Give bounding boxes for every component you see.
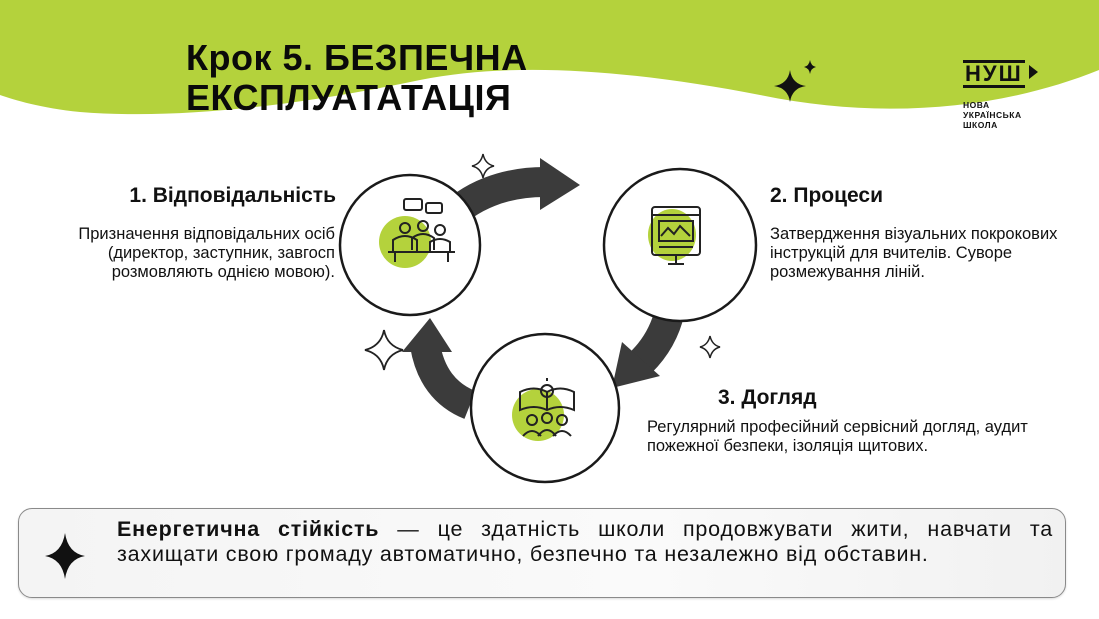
- book-lightbulb-team-icon: [512, 378, 575, 441]
- step2-title: 2. Процеси: [770, 184, 883, 207]
- step1-description: Призначення відповідальних осіб (директо…: [78, 225, 335, 281]
- callout-bold-term: Енергетична стійкість: [117, 517, 380, 541]
- page-title: Крок 5. БЕЗПЕЧНА ЕКСПЛУАТАТАЦІЯ: [186, 38, 686, 118]
- logo-line-2: УКРАЇНСЬКА: [963, 110, 1022, 120]
- meeting-icon: [379, 198, 455, 268]
- logo-line-3: ШКОЛА: [963, 120, 998, 130]
- arrowhead-2: [612, 342, 660, 388]
- logo-line-1: НОВА: [963, 100, 990, 110]
- title-line-1: Крок 5. БЕЗПЕЧНА: [186, 37, 528, 78]
- step3-title: 3. Догляд: [718, 386, 817, 409]
- arrowhead-1: [540, 158, 580, 210]
- arrowhead-3: [402, 318, 452, 352]
- cycle-diagram: [338, 158, 758, 484]
- callout-body: — це здатність школи продовжувати жити, …: [117, 517, 1053, 566]
- monitor-instructions-icon: [648, 206, 701, 265]
- logo-mark: НУШ: [963, 60, 1025, 88]
- step2-description: Затвердження візуальних покрокових інстр…: [770, 225, 1058, 281]
- logo-arrow-icon: [1028, 65, 1038, 79]
- sparkle-icon: [45, 533, 85, 579]
- step3-description: Регулярний професійний сервісний догляд,…: [647, 418, 1028, 455]
- callout-text: Енергетична стійкість — це здатність шко…: [117, 517, 1053, 566]
- arrow-3-to-1: [410, 342, 477, 419]
- logo-subtitle: НОВА УКРАЇНСЬКА ШКОЛА: [963, 100, 1073, 130]
- definition-callout: Енергетична стійкість — це здатність шко…: [18, 508, 1066, 598]
- title-line-2: ЕКСПЛУАТАТАЦІЯ: [186, 77, 512, 118]
- step1-title: 1. Відповідальність: [129, 184, 336, 207]
- nush-logo: НУШ НОВА УКРАЇНСЬКА ШКОЛА: [963, 60, 1073, 130]
